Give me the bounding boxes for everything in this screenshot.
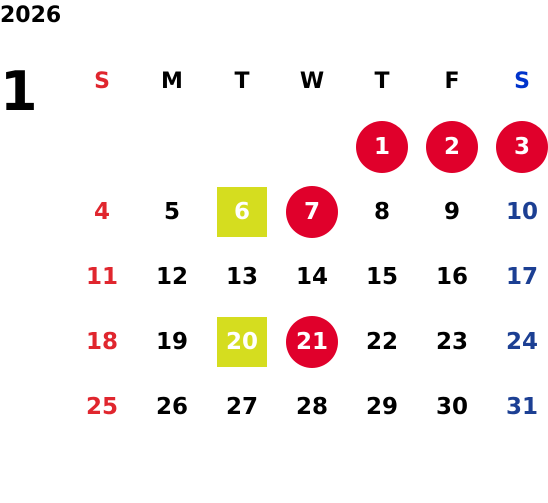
day-number: 19	[155, 328, 188, 355]
day-cell: 3	[487, 114, 548, 179]
weekday-label: M	[161, 68, 183, 94]
day-cell: 1	[347, 114, 417, 179]
day-cell: 20	[207, 309, 277, 374]
day-cell: 11	[67, 244, 137, 309]
day-number: 30	[435, 393, 468, 420]
day-cell: 27	[207, 374, 277, 439]
weekday-label: S	[94, 68, 110, 94]
day-cell: 12	[137, 244, 207, 309]
day-number: 14	[295, 263, 328, 290]
day-cell: 6	[207, 179, 277, 244]
day-cell: 31	[487, 374, 548, 439]
day-cell: 18	[67, 309, 137, 374]
day-cell: 4	[67, 179, 137, 244]
weekday-header: F	[417, 48, 487, 114]
weekday-label: F	[444, 68, 460, 94]
day-cell: 23	[417, 309, 487, 374]
day-number: 25	[85, 393, 118, 420]
day-cell: 26	[137, 374, 207, 439]
day-number: 11	[85, 263, 118, 290]
day-cell: 21	[277, 309, 347, 374]
day-number: 9	[443, 198, 460, 225]
day-cell: 29	[347, 374, 417, 439]
day-number: 8	[373, 198, 390, 225]
weekday-label: T	[234, 68, 250, 94]
weekday-header: T	[347, 48, 417, 114]
day-number: 5	[163, 198, 180, 225]
weekday-label: T	[374, 68, 390, 94]
weekday-label: S	[514, 68, 530, 94]
month-number: 1	[0, 60, 38, 123]
day-number: 22	[365, 328, 398, 355]
day-cell: 17	[487, 244, 548, 309]
holiday-day-number: 21	[286, 315, 338, 368]
year-label: 2026	[0, 3, 62, 28]
day-number: 16	[435, 263, 468, 290]
day-number: 18	[85, 328, 118, 355]
holiday-day-number: 2	[426, 120, 478, 173]
day-number: 15	[365, 263, 398, 290]
holiday-day-number: 7	[286, 185, 338, 238]
day-cell: 15	[347, 244, 417, 309]
day-cell: 30	[417, 374, 487, 439]
weekday-header: S	[67, 48, 137, 114]
highlighted-day-number: 6	[217, 186, 267, 237]
day-cell: 13	[207, 244, 277, 309]
day-number: 13	[225, 263, 258, 290]
day-cell: 25	[67, 374, 137, 439]
holiday-day-number: 3	[496, 120, 548, 173]
day-number: 17	[505, 263, 538, 290]
day-cell: 7	[277, 179, 347, 244]
day-cell: 16	[417, 244, 487, 309]
weekday-header: W	[277, 48, 347, 114]
day-number: 24	[505, 328, 538, 355]
day-number: 12	[155, 263, 188, 290]
day-number: 10	[505, 198, 538, 225]
day-cell: 14	[277, 244, 347, 309]
day-number: 26	[155, 393, 188, 420]
day-number: 28	[295, 393, 328, 420]
day-cell: 9	[417, 179, 487, 244]
day-number: 31	[505, 393, 538, 420]
day-cell: 5	[137, 179, 207, 244]
holiday-day-number: 1	[356, 120, 408, 173]
day-number: 27	[225, 393, 258, 420]
day-cell: 22	[347, 309, 417, 374]
day-number: 23	[435, 328, 468, 355]
weekday-header: S	[487, 48, 548, 114]
day-cell: 24	[487, 309, 548, 374]
day-number: 29	[365, 393, 398, 420]
weekday-header: M	[137, 48, 207, 114]
day-cell: 2	[417, 114, 487, 179]
day-number: 4	[93, 198, 110, 225]
day-cell: 10	[487, 179, 548, 244]
weekday-header: T	[207, 48, 277, 114]
highlighted-day-number: 20	[217, 316, 267, 367]
day-cell: 28	[277, 374, 347, 439]
weekday-label: W	[299, 68, 325, 94]
day-cell: 8	[347, 179, 417, 244]
day-cell: 19	[137, 309, 207, 374]
